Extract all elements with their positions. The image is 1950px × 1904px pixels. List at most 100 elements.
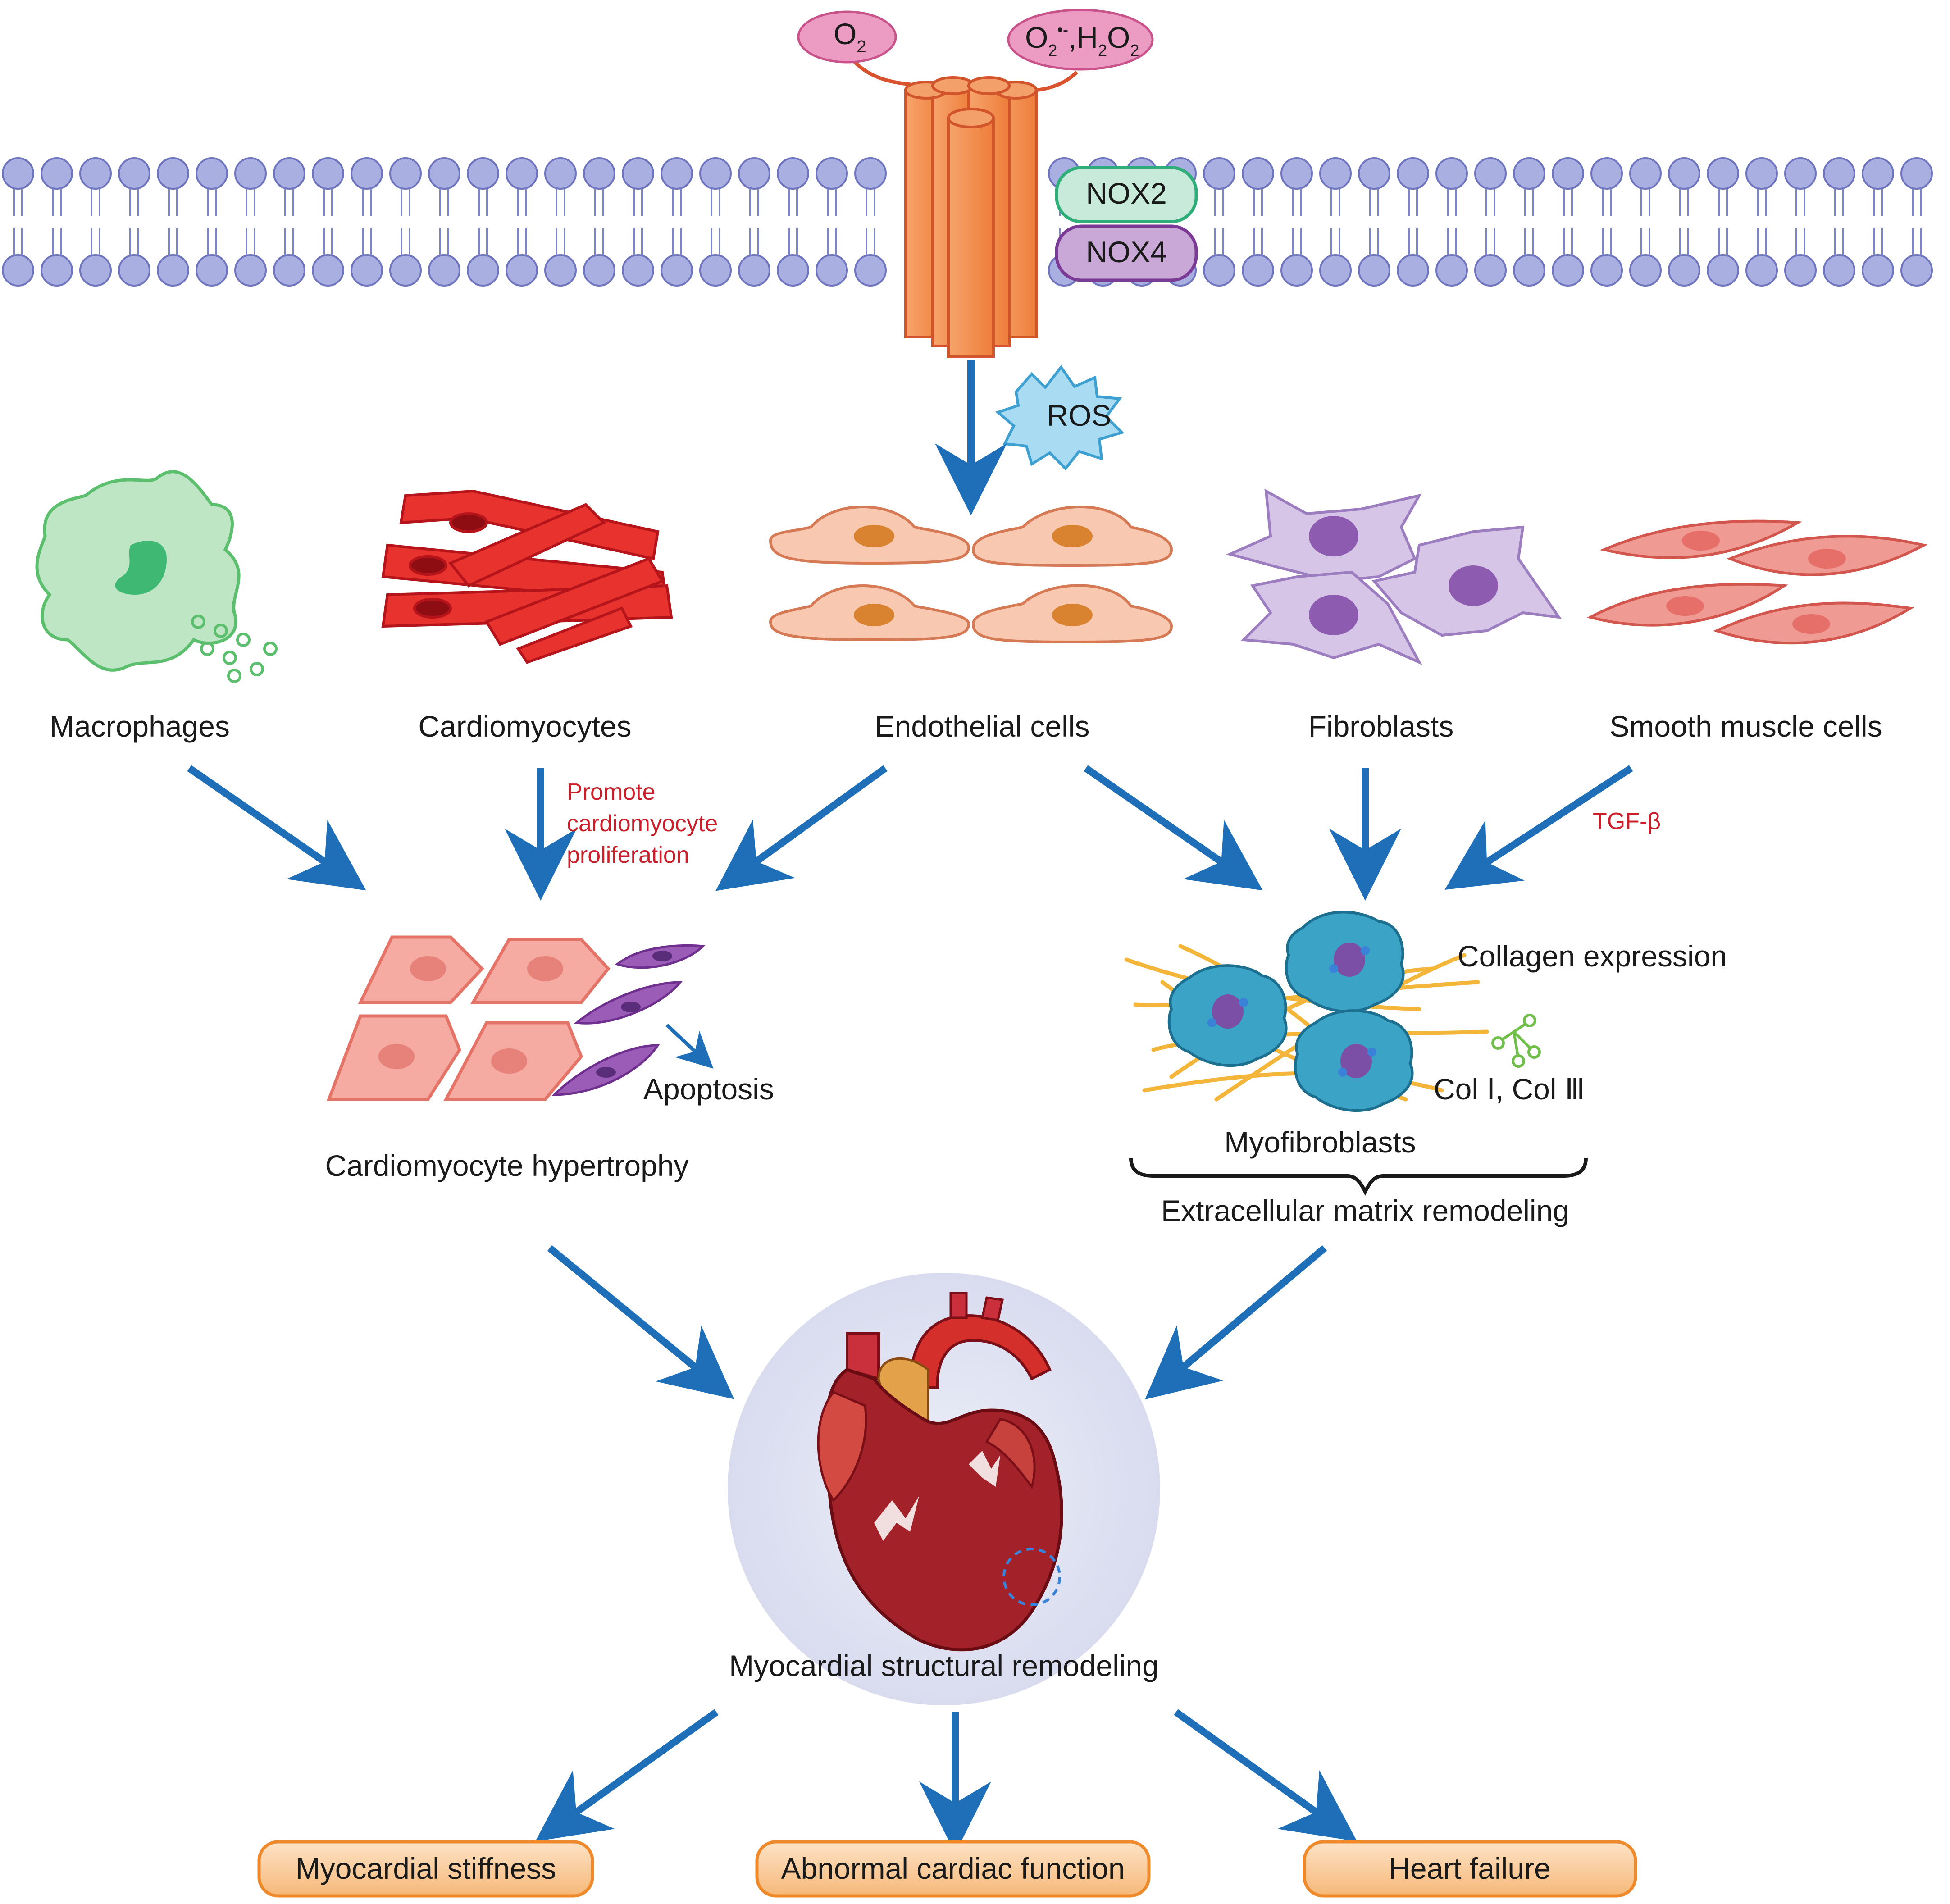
lipid-tails: [1912, 189, 1922, 255]
collagen-molecule-icon: [1491, 1014, 1541, 1068]
lipid-head: [2, 157, 34, 190]
lipid-head: [506, 157, 538, 190]
lipid-head: [1280, 157, 1313, 190]
lipid-tails: [1214, 189, 1224, 255]
promote-line-2: cardiomyocyte: [567, 811, 718, 837]
lipid-head: [273, 157, 305, 190]
lipid-head: [1900, 254, 1933, 287]
lipid-tails: [633, 189, 643, 255]
nox2-label: NOX2: [1086, 177, 1167, 210]
lipid-tails: [439, 189, 449, 255]
arrow-ecm-to-heart: [1145, 1245, 1327, 1400]
outcome-stiffness-box: [257, 1840, 594, 1898]
lipid-head: [544, 157, 577, 190]
lipid-tails: [1873, 189, 1883, 255]
hypertrophy-label: Cardiomyocyte hypertrophy: [325, 1149, 688, 1182]
ros-burst: [995, 364, 1125, 471]
lipid-head: [467, 254, 499, 287]
lipid-head: [1862, 254, 1894, 287]
lipid-head: [1745, 254, 1778, 287]
macrophage-particles: [191, 615, 278, 683]
myofibroblasts-label: Myofibroblasts: [1224, 1125, 1416, 1159]
lipid-tails: [1253, 189, 1263, 255]
apoptotic-cells: [551, 944, 706, 1096]
lipid-head: [41, 157, 73, 190]
apoptosis-arrow: [665, 1024, 714, 1069]
lipid-head: [1668, 254, 1700, 287]
lipid-tails: [1679, 189, 1689, 255]
lipid-head: [1707, 254, 1739, 287]
lipid-tails: [401, 189, 410, 255]
lipid-head: [1784, 157, 1817, 190]
lipid-head: [234, 157, 267, 190]
lipid-head: [854, 157, 887, 190]
lipid-tails: [1447, 189, 1457, 255]
lipid-tails: [168, 189, 178, 255]
lipid-head: [661, 254, 693, 287]
lipid-tails: [1485, 189, 1495, 255]
arrow-hypertrophy-to-heart: [547, 1245, 734, 1399]
lipid-head: [2, 254, 34, 287]
nox2-box: [1055, 166, 1198, 223]
lipid-head: [79, 254, 112, 287]
lipid-head: [79, 157, 112, 190]
lipid-head: [351, 254, 383, 287]
lipid-tails: [1369, 189, 1379, 255]
arrow-to-stiffness: [535, 1709, 719, 1842]
lipid-head: [157, 157, 189, 190]
superoxide-bubble: [1007, 9, 1154, 71]
superoxide-label: O2•-,H2O2: [1025, 20, 1139, 59]
apoptosis-label: Apoptosis: [643, 1072, 774, 1106]
lipid-head: [428, 254, 460, 287]
lipid-head: [1552, 254, 1584, 287]
collagen-types-label: Col Ⅰ, Col Ⅲ: [1434, 1072, 1585, 1106]
lipid-head: [1358, 157, 1390, 190]
lipid-head: [699, 254, 732, 287]
outcome-abnormal-box: [755, 1840, 1151, 1898]
lipid-head: [1552, 157, 1584, 190]
lipid-tails: [1640, 189, 1650, 255]
lipid-head: [1590, 254, 1623, 287]
lipid-head: [118, 254, 150, 287]
lipid-head: [583, 157, 615, 190]
collagen-expression-label: Collagen expression: [1458, 939, 1727, 973]
ros-label: ROS: [1047, 399, 1111, 432]
lipid-tails: [1292, 189, 1302, 255]
lipid-head: [428, 157, 460, 190]
lipid-tails: [711, 189, 720, 255]
lipid-head: [1435, 254, 1468, 287]
lipid-tails: [788, 189, 798, 255]
lipid-head: [234, 254, 267, 287]
outcome-stiffness-label: Myocardial stiffness: [296, 1852, 556, 1885]
lipid-tails: [323, 189, 333, 255]
lipid-tails: [246, 189, 255, 255]
lipid-head: [1668, 157, 1700, 190]
lipid-tails: [284, 189, 294, 255]
lipid-head: [661, 157, 693, 190]
endothelial-illustration: [769, 506, 1173, 644]
lipid-tails: [1408, 189, 1418, 255]
lipid-head: [389, 254, 422, 287]
myofibroblast-illustration: [1124, 911, 1489, 1112]
nox4-box: [1055, 224, 1198, 282]
lipid-head: [816, 157, 848, 190]
label-smooth-muscle-cells: Smooth muscle cells: [1609, 710, 1882, 743]
outcome-failure-box: [1303, 1840, 1637, 1898]
lipid-head: [1900, 157, 1933, 190]
outcome-abnormal-label: Abnormal cardiac function: [781, 1852, 1125, 1885]
lipid-tails: [1563, 189, 1573, 255]
lipid-head: [312, 254, 344, 287]
lipid-tails: [1757, 189, 1767, 255]
lipid-head: [1203, 157, 1235, 190]
label-endothelial-cells: Endothelial cells: [875, 710, 1090, 743]
lipid-tails: [129, 189, 139, 255]
lipid-tails: [1795, 189, 1805, 255]
macrophage-illustration: [35, 470, 241, 672]
lipid-head: [312, 157, 344, 190]
promote-line-3: proliferation: [567, 842, 689, 868]
o2-label: O2: [834, 17, 866, 56]
lipid-head: [777, 157, 809, 190]
lipid-tails: [207, 189, 217, 255]
lipid-head: [1823, 157, 1855, 190]
